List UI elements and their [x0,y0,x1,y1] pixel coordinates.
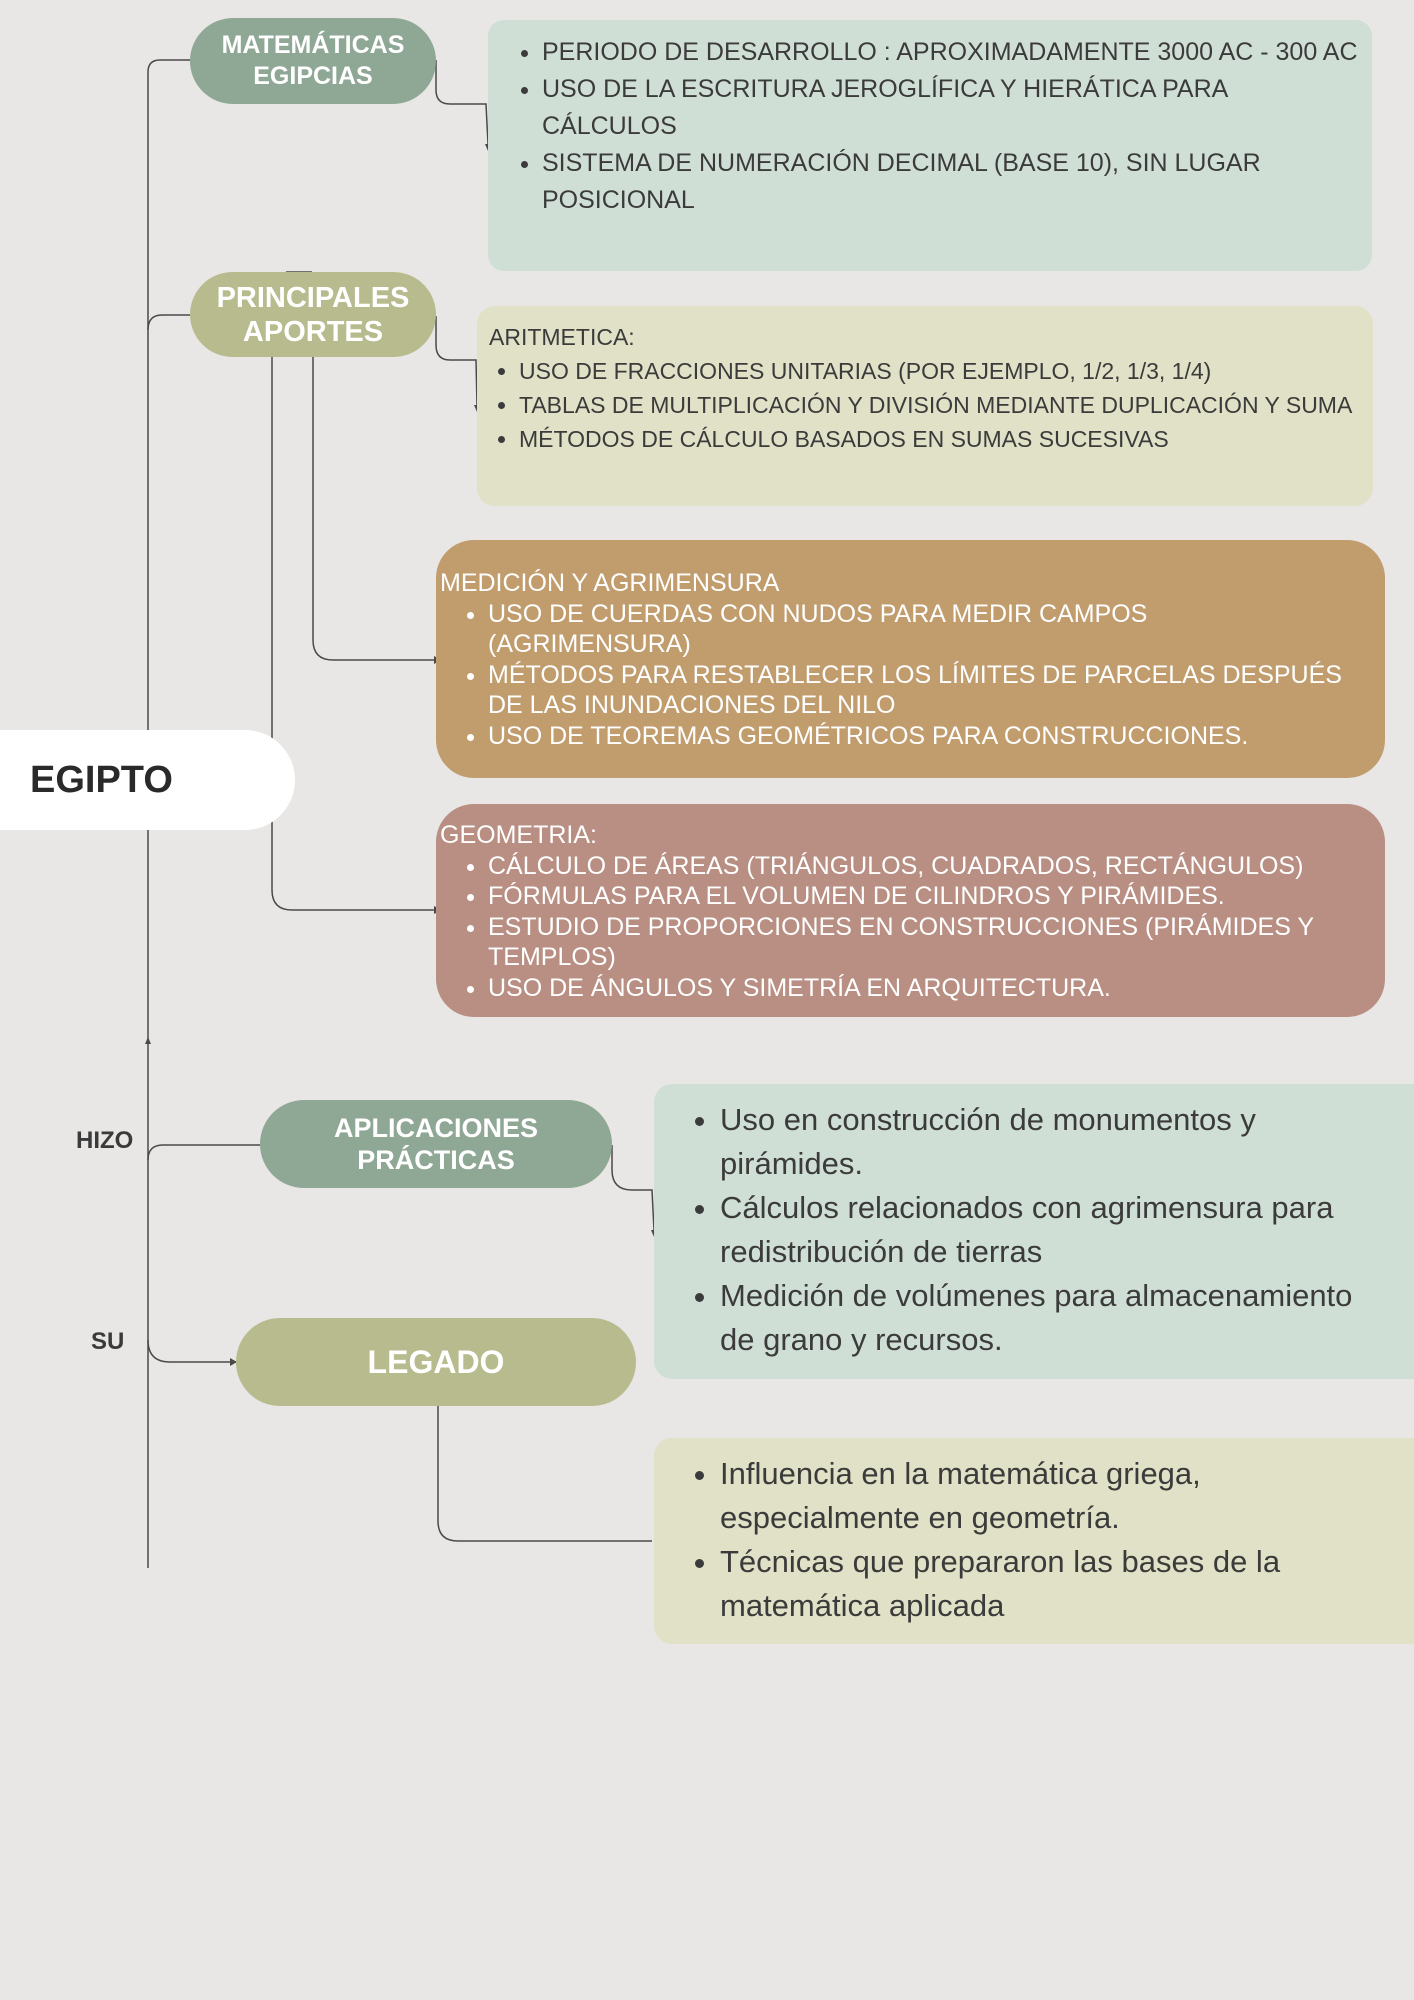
node-matematicas-egipcias: MATEMÁTICAS EGIPCIAS [190,18,436,104]
box-aplicaciones-details: Uso en construcción de monumentos y pirá… [654,1084,1414,1379]
root-label: EGIPTO [30,758,173,801]
node-principales-aportes: PRINCIPALES APORTES [190,272,436,357]
list-item: FÓRMULAS PARA EL VOLUMEN DE CILINDROS Y … [488,881,1365,912]
list-item: SISTEMA DE NUMERACIÓN DECIMAL (BASE 10),… [542,145,1358,219]
box-matematicas-details: PERIODO DE DESARROLLO : APROXIMADAMENTE … [488,20,1372,271]
list-aritmetica: USO DE FRACCIONES UNITARIAS (POR EJEMPLO… [489,354,1361,456]
list-item: ESTUDIO DE PROPORCIONES EN CONSTRUCCIONE… [488,912,1365,973]
node-legado-label: LEGADO [367,1343,505,1380]
node-matematicas-label: MATEMÁTICAS EGIPCIAS [221,31,405,90]
list-aplicaciones: Uso en construcción de monumentos y pirá… [690,1098,1394,1362]
list-item: Medición de volúmenes para almacenamient… [720,1274,1394,1362]
node-legado: LEGADO [236,1318,636,1406]
list-item: USO DE FRACCIONES UNITARIAS (POR EJEMPLO… [519,354,1361,388]
node-aportes-label: PRINCIPALES APORTES [216,281,410,348]
list-matematicas: PERIODO DE DESARROLLO : APROXIMADAMENTE … [512,34,1358,219]
box-medicion-agrimensura: MEDICIÓN Y AGRIMENSURA USO DE CUERDAS CO… [436,540,1385,778]
medicion-heading: MEDICIÓN Y AGRIMENSURA [440,569,780,597]
list-item: USO DE LA ESCRITURA JEROGLÍFICA Y HIERÁT… [542,71,1358,145]
list-item: USO DE CUERDAS CON NUDOS PARA MEDIR CAMP… [488,599,1345,660]
list-item: Influencia en la matemática griega, espe… [720,1452,1394,1540]
box-aritmetica: ARITMETICA: USO DE FRACCIONES UNITARIAS … [477,306,1373,506]
list-item: PERIODO DE DESARROLLO : APROXIMADAMENTE … [542,34,1358,71]
label-su: SU [91,1328,125,1355]
box-legado-details: Influencia en la matemática griega, espe… [654,1438,1414,1644]
node-aplicaciones-label: APLICACIONES PRÁCTICAS [333,1113,539,1175]
list-medicion: USO DE CUERDAS CON NUDOS PARA MEDIR CAMP… [440,599,1345,752]
list-item: Técnicas que prepararon las bases de la … [720,1540,1394,1628]
aritmetica-heading: ARITMETICA: [489,324,635,350]
list-item: TABLAS DE MULTIPLICACIÓN Y DIVISIÓN MEDI… [519,388,1361,422]
geometria-heading: GEOMETRIA: [440,821,597,849]
list-item: MÉTODOS PARA RESTABLECER LOS LÍMITES DE … [488,660,1345,721]
list-item: Uso en construcción de monumentos y pirá… [720,1098,1394,1186]
list-item: MÉTODOS DE CÁLCULO BASADOS EN SUMAS SUCE… [519,422,1361,456]
root-node-egipto: EGIPTO [0,730,295,830]
label-hizo: HIZO [76,1127,134,1154]
list-legado: Influencia en la matemática griega, espe… [690,1452,1394,1628]
list-item: Cálculos relacionados con agrimensura pa… [720,1186,1394,1274]
list-item: USO DE TEOREMAS GEOMÉTRICOS PARA CONSTRU… [488,721,1345,752]
list-item: USO DE ÁNGULOS Y SIMETRÍA EN ARQUITECTUR… [488,973,1365,1004]
list-item: CÁLCULO DE ÁREAS (TRIÁNGULOS, CUADRADOS,… [488,851,1365,882]
node-aplicaciones-practicas: APLICACIONES PRÁCTICAS [260,1100,612,1188]
list-geometria: CÁLCULO DE ÁREAS (TRIÁNGULOS, CUADRADOS,… [440,851,1365,1004]
box-geometria: GEOMETRIA: CÁLCULO DE ÁREAS (TRIÁNGULOS,… [436,804,1385,1017]
